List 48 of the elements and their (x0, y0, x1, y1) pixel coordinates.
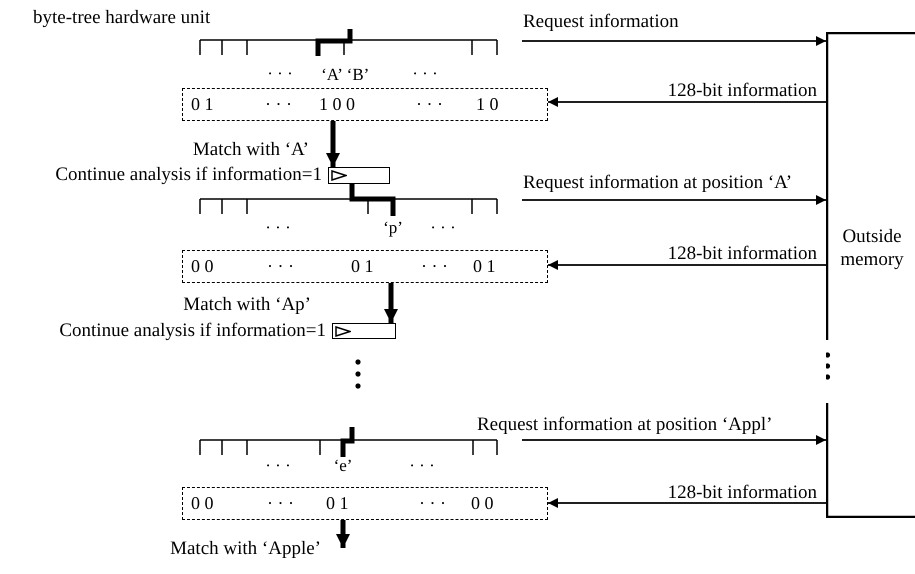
edge-label: Request information (522, 12, 680, 31)
bit-value: 0 1 (326, 494, 348, 512)
register-box (182, 250, 548, 283)
arrow (522, 36, 826, 46)
bit-value: · · · (416, 95, 443, 113)
edge-label: Request information at position ‘A’ (522, 173, 794, 192)
bit-value: 0 0 (191, 494, 214, 512)
position-label: · · · (412, 65, 438, 82)
arrow (548, 260, 826, 270)
position-label: · · · (409, 457, 435, 474)
arrow (522, 435, 826, 445)
bit-value: · · · (421, 257, 448, 275)
bit-value: 0 1 (351, 257, 374, 275)
bit-value: 0 1 (191, 95, 214, 113)
position-label: ‘e’ (334, 457, 352, 474)
condition-text: Continue analysis if information=1 (55, 165, 322, 184)
unit-label: byte-tree hardware unit (33, 8, 210, 27)
node-label: Outside memory (839, 226, 905, 272)
edge-label: Match with ‘Ap’ (182, 295, 312, 314)
bit-value: · · · (267, 257, 294, 275)
thick-arrow (326, 121, 340, 167)
register-box (182, 88, 548, 121)
bit-value: · · · (265, 95, 292, 113)
arrow (522, 195, 826, 205)
bit-value: 0 1 (473, 257, 496, 275)
position-label: · · · (430, 219, 456, 236)
position-label: · · · (265, 457, 291, 474)
bit-value: · · · (267, 494, 294, 512)
position-label: ‘p’ (383, 219, 403, 236)
condition-text: Continue analysis if information=1 (59, 321, 326, 340)
arrow (548, 97, 826, 107)
bit-value: 1 0 0 (319, 95, 355, 113)
thick-arrow (384, 283, 398, 323)
position-label: · · · (265, 219, 291, 236)
bit-value: 1 0 (476, 95, 498, 113)
edge-label: Request information at position ‘Appl’ (476, 415, 774, 434)
thick-arrow (336, 520, 350, 548)
indicator-box (332, 323, 396, 339)
edge-label: Match with ‘Apple’ (169, 539, 322, 558)
bit-value: 0 0 (471, 494, 494, 512)
position-label: ‘B’ (346, 66, 370, 83)
indicator-box (328, 167, 390, 184)
register-box (182, 487, 548, 520)
position-label: ‘A’ (321, 66, 343, 83)
bit-value: · · · (419, 494, 446, 512)
arrow (548, 498, 826, 508)
bit-value: 0 0 (191, 257, 214, 275)
position-label: · · · (267, 65, 293, 82)
